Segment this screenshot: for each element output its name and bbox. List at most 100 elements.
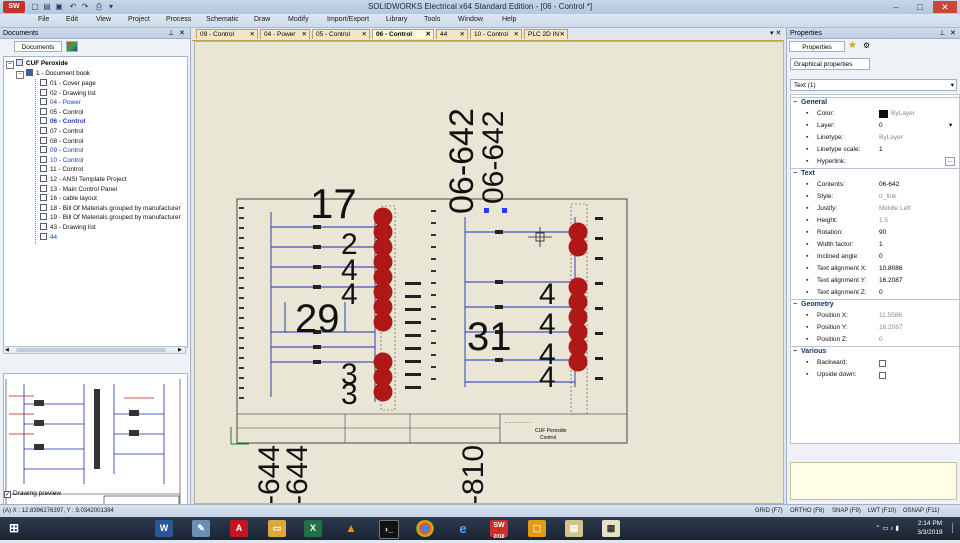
pin-icon[interactable]: ⊥ [168,30,175,37]
undo-icon[interactable]: ↶ [69,2,77,11]
orange-app-icon[interactable]: ⬚ [528,520,546,537]
components-tab-icon[interactable] [66,41,78,52]
tab-close-icon[interactable]: ✕ [559,31,565,38]
chevron-down-icon[interactable]: ▾ [949,122,953,129]
property-value[interactable]: 0 [879,253,883,260]
start-button[interactable]: ⊞ [8,521,20,535]
doc-tab[interactable]: 10 - Control✕ [470,29,522,39]
collapse-icon[interactable]: − [793,170,798,177]
property-value[interactable]: 90 [879,229,887,236]
tree-item[interactable]: 10 - Control [40,155,83,165]
chrome-icon[interactable] [416,520,434,537]
property-value[interactable]: 1 [879,146,883,153]
property-row[interactable]: ▪Color:ByLayer [791,108,959,120]
notifications-icon[interactable] [952,523,959,533]
doc-tab[interactable]: PLC 2D IN✕ [524,29,568,39]
property-row[interactable]: ▪Linetype:ByLayer [791,132,959,144]
tree-item[interactable]: 11 - Control [40,165,83,174]
snap-toggle[interactable]: SNAP (F9) [832,508,861,514]
tree-item[interactable]: 04 - Power [40,98,81,107]
menu-tools[interactable]: Tools [424,16,441,23]
property-row[interactable]: ▪Justify:Middle Left [791,203,959,215]
tree-item[interactable]: 43 - Drawing list [40,223,96,232]
doc-tab[interactable]: 44✕ [436,29,468,39]
tree-project[interactable]: −CUF Peroxide [6,59,68,69]
tab-close-icon[interactable]: ✕ [301,31,307,38]
property-row[interactable]: ▪Style:tr_link [791,191,959,203]
menu-process[interactable]: Process [166,16,192,23]
property-row[interactable]: ▪Backward: [791,357,959,369]
panel-close-icon[interactable]: ✕ [179,30,185,37]
tree-item[interactable]: 07 - Control [40,127,83,136]
collapse-icon[interactable]: − [793,99,798,106]
property-row[interactable]: ▪Width factor:1 [791,239,959,251]
tree-item[interactable]: 13 - Main Control Panel [40,184,117,194]
minimize-button[interactable]: – [893,2,899,12]
tab-close-icon[interactable]: ✕ [361,31,367,38]
print-icon[interactable]: ⎙ [95,2,103,11]
object-selector[interactable]: Text (1) ▾ [790,79,957,91]
menu-help[interactable]: Help [502,16,517,23]
menu-schematic[interactable]: Schematic [206,16,239,23]
doc-tab[interactable]: 05 - Control✕ [312,29,370,39]
property-row[interactable]: ▪Text alignment Z:0 [791,287,959,299]
tab-close-icon[interactable]: ✕ [425,31,431,38]
tree-item[interactable]: 06 - Control [40,117,86,126]
property-value[interactable]: 0 [879,122,883,129]
property-section[interactable]: −Text [791,168,959,179]
tab-close-icon[interactable]: ✕ [249,31,255,38]
browse-button[interactable]: … [945,157,955,166]
property-row[interactable]: ▪Position Y:16.2087 [791,322,959,334]
excel-icon[interactable]: X [304,520,322,537]
property-value[interactable]: tr_link [879,193,897,200]
property-row[interactable]: ▪Upside down: [791,369,959,381]
tree-item[interactable]: 18 - Bill Of Materials grouped by manufa… [40,203,181,213]
tab-close-icon[interactable]: ✕ [459,31,465,38]
tree-scrollbar[interactable]: ◀ ▶ [3,346,186,354]
favorites-star-icon[interactable]: ★ [848,40,857,51]
edge-icon[interactable]: e [459,521,467,536]
ortho-toggle[interactable]: ORTHO (F8) [790,508,825,514]
scroll-thumb[interactable] [16,348,166,352]
menu-draw[interactable]: Draw [254,16,271,23]
drawing-canvas[interactable]: CUF Peroxide Control ─ ─ ─ ─ ─ ─ ─ ─ [194,41,784,504]
close-button[interactable]: ✕ [933,1,957,13]
menu-project[interactable]: Project [128,16,150,23]
property-value[interactable]: 10.8086 [879,265,903,272]
maximize-button[interactable]: □ [917,2,923,12]
chevron-down-icon[interactable]: ▾ [950,82,954,89]
save-icon[interactable]: ▣ [55,2,63,11]
menu-modify[interactable]: Modify [288,16,309,23]
open-icon[interactable]: ▤ [43,2,51,11]
tree-item[interactable]: 01 - Cover page [40,79,96,88]
property-checkbox[interactable] [879,372,886,379]
property-value[interactable]: ByLayer [891,110,915,117]
certificate-app-icon[interactable]: ▤ [565,520,583,537]
tab-close-icon[interactable]: ✕ [513,31,519,38]
tree-item[interactable]: 05 - Control [40,107,83,117]
property-row[interactable]: ▪Layer:0▾ [791,120,959,132]
tree-item[interactable]: 12 - ANSI Template Project [40,175,127,184]
notes-app-icon[interactable]: ▦ [602,520,620,537]
collapse-icon[interactable]: − [793,301,798,308]
menu-file[interactable]: File [38,16,50,23]
menu-library[interactable]: Library [386,16,408,23]
property-value[interactable]: 06-642 [879,181,900,188]
properties-close-icon[interactable]: ✕ [950,30,956,37]
menu-window[interactable]: Window [458,16,483,23]
property-value[interactable]: 1 [879,241,883,248]
property-value[interactable]: 11.5586 [879,312,903,319]
property-row[interactable]: ▪Text alignment X:10.8086 [791,263,959,275]
settings-tab-icon[interactable]: ⚙ [863,41,871,50]
property-value[interactable]: 1.5 [879,217,889,224]
paint-icon[interactable]: ✎ [192,520,210,537]
scroll-left-arrow[interactable]: ◀ [5,347,9,353]
tabs-overflow-icon[interactable]: ▾ ✕ [770,30,782,37]
tree-item[interactable]: 08 - Control [40,136,83,146]
property-section[interactable]: −General [791,97,959,108]
osnap-toggle[interactable]: OSNAP (F11) [903,508,940,514]
property-row[interactable]: ▪Inclined angle:0 [791,251,959,263]
acrobat-icon[interactable]: A [230,520,248,537]
customize-icon[interactable]: ▾ [108,2,113,11]
tree-item[interactable]: 16 - cable layout [40,194,97,203]
